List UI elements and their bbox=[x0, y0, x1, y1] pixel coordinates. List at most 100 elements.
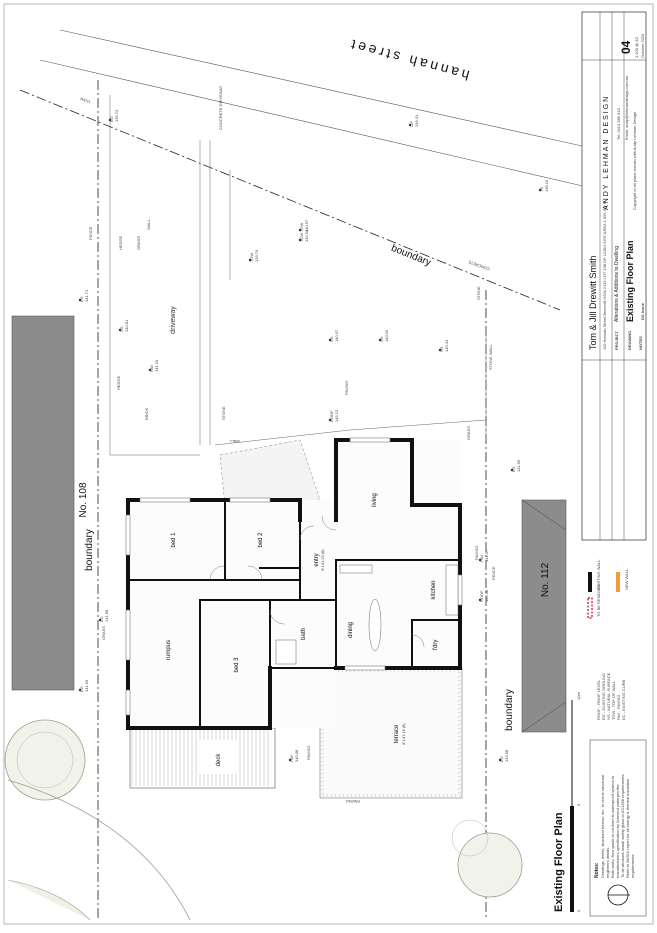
door-swing bbox=[269, 609, 285, 625]
level-code: EG bbox=[79, 296, 84, 302]
path-label: PATH bbox=[80, 96, 91, 104]
window bbox=[229, 497, 271, 503]
level-point bbox=[510, 468, 514, 472]
room-label-rumpus: rumpus bbox=[166, 640, 172, 660]
scale: 1:100 @ A3 bbox=[634, 36, 639, 58]
level-point bbox=[478, 558, 482, 562]
level-point bbox=[98, 618, 102, 622]
level-point bbox=[148, 368, 152, 372]
paving-label: PAVING bbox=[344, 380, 349, 395]
title-block-frame bbox=[581, 11, 647, 541]
company-name: ANDY LEHMAN DESIGN bbox=[603, 95, 610, 210]
level-value: 141.37 bbox=[484, 549, 489, 562]
legend-existing-wall: EXISTING WALL bbox=[596, 559, 601, 590]
title-block: Tom & Jill Drewitt Smith 110 Hannah Stre… bbox=[581, 11, 647, 541]
email: Email: andy@lehmandesign.com.au bbox=[624, 76, 629, 140]
level-code: NS bbox=[379, 336, 384, 342]
fence-label: FENCE bbox=[491, 566, 496, 580]
neighbour-112-ridge bbox=[521, 499, 567, 531]
room-label-bath: bath bbox=[301, 628, 307, 640]
room-label-entry: entry bbox=[314, 553, 320, 566]
level-point bbox=[478, 598, 482, 602]
legend-to-be-removed: TO BE REMOVED bbox=[596, 584, 601, 617]
level-value: 141.68 bbox=[104, 609, 109, 622]
level-code: PAV bbox=[479, 554, 484, 562]
level-code: LIP bbox=[409, 121, 414, 127]
wall-existing bbox=[269, 599, 337, 669]
level-code: EG bbox=[109, 116, 114, 122]
house-walls bbox=[126, 438, 462, 730]
door-swing bbox=[209, 565, 225, 581]
kitchen-bench bbox=[445, 564, 459, 616]
sheet-number: 04 bbox=[619, 40, 633, 54]
house-floor bbox=[336, 440, 460, 668]
deck-label-bg bbox=[198, 740, 238, 774]
note-line: Drawings, levels, structural beams, etc.… bbox=[600, 775, 605, 878]
project-label: PROJECT bbox=[614, 331, 619, 350]
level-point bbox=[328, 418, 332, 422]
level-code: EG bbox=[99, 616, 104, 622]
tree-canopy bbox=[4, 719, 86, 801]
neighbour-112-ridge bbox=[521, 701, 567, 733]
level-value: 145.12 bbox=[334, 409, 339, 422]
windows bbox=[125, 437, 463, 716]
wall-label: WALL bbox=[146, 218, 151, 230]
level-value: 139.31 bbox=[414, 114, 419, 127]
door-swings bbox=[209, 515, 425, 648]
client-name: Tom & Jill Drewitt Smith bbox=[588, 255, 598, 350]
level-value: 140.81 bbox=[124, 319, 129, 332]
level-value: 140.57 bbox=[304, 219, 309, 232]
neighbour-112-label: No. 112 bbox=[540, 562, 551, 597]
grass-label: GRASS bbox=[466, 426, 471, 440]
abbreviation: NS - NATURAL SURFACE bbox=[606, 672, 611, 720]
brick-label: BRICK bbox=[144, 407, 149, 420]
driveway-label: driveway bbox=[170, 306, 177, 334]
scale-bar-segment bbox=[570, 806, 574, 912]
level-point bbox=[108, 118, 112, 122]
level-value: 140.44 bbox=[444, 339, 449, 352]
copyright: Copyright of all plans remain with Andy … bbox=[632, 112, 637, 210]
window bbox=[139, 497, 191, 503]
level-value: 143.98 bbox=[504, 749, 509, 762]
level-value: 140.54 bbox=[304, 229, 309, 242]
boundary-label-west: boundary bbox=[84, 529, 95, 571]
abbreviation: EC - EXISTING CURB bbox=[621, 679, 626, 720]
level-value: 139.15 bbox=[544, 179, 549, 192]
door-swing bbox=[299, 525, 315, 541]
level-point bbox=[298, 228, 302, 232]
level-code: ROOF bbox=[479, 590, 484, 602]
level-code: NS bbox=[119, 326, 124, 332]
level-value: 139.76 bbox=[254, 249, 259, 262]
note-line: engineers details. bbox=[605, 847, 610, 878]
level-value: 141.99 bbox=[516, 459, 521, 472]
drawing-label: DRAWING bbox=[627, 331, 632, 350]
level-point bbox=[438, 348, 442, 352]
grass-label: GRASS bbox=[101, 626, 106, 640]
street-name: hannah street bbox=[346, 36, 471, 84]
scale-label-5: 5 bbox=[576, 803, 581, 806]
street-kerb bbox=[39, 59, 601, 191]
terrace-slab bbox=[319, 667, 463, 799]
tree-drip-line bbox=[7, 779, 191, 921]
window bbox=[125, 609, 131, 661]
concrete-label: CONCRETE bbox=[467, 259, 490, 271]
level-code: EG bbox=[499, 756, 504, 762]
tree-canopy bbox=[451, 819, 489, 857]
level-value: 141.20 bbox=[154, 359, 159, 372]
level-code: TOW bbox=[299, 223, 304, 232]
notes-lines: Drawings, levels, structural beams, etc.… bbox=[600, 774, 635, 879]
entry-level: ff 141.22 (fl) bbox=[320, 549, 325, 571]
note-line: Bath walls, floor grade to conform to wa… bbox=[610, 775, 615, 878]
legend-swatch-existing bbox=[588, 572, 592, 592]
grass-label: GRASS bbox=[136, 236, 141, 250]
title-block-drawing-name: Existing Floor Plan bbox=[625, 240, 635, 322]
door-swing bbox=[411, 634, 425, 648]
site-address: 110 Hannah Street Beecroft NSW 2119 LOT … bbox=[602, 201, 607, 350]
date: October 2020 bbox=[640, 33, 645, 58]
abbreviation: PAV - PAVING bbox=[616, 695, 621, 721]
boundary-label-east: boundary bbox=[504, 689, 515, 731]
neighbour-108-label: No. 108 bbox=[78, 482, 89, 517]
window bbox=[457, 574, 463, 606]
